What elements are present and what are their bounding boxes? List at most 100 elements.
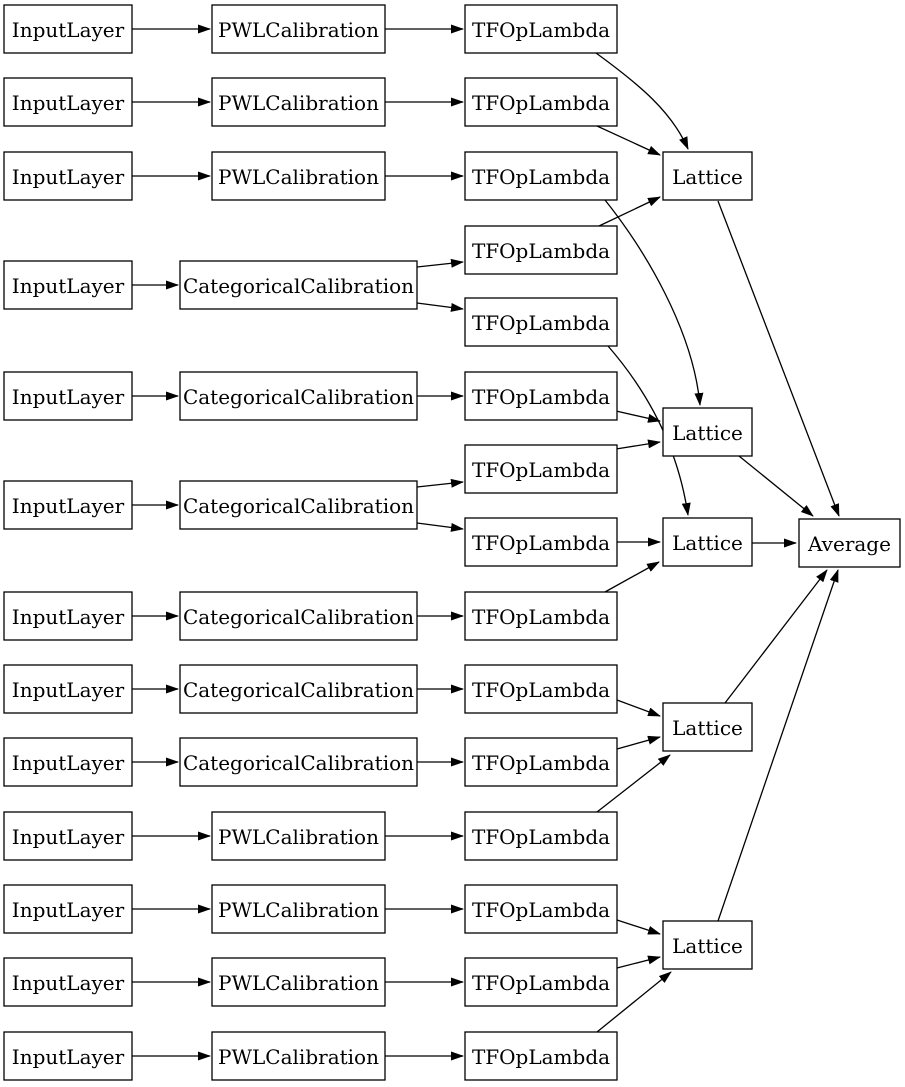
- pwl6-label: PWLCalibration: [218, 971, 379, 995]
- edge-lat5-avg: [717, 569, 839, 922]
- t14-label: TFOpLambda: [472, 971, 610, 995]
- node-il11: InputLayer: [3, 884, 133, 934]
- lat4-label: Lattice: [672, 716, 743, 740]
- node-pwl6: PWLCalibration: [211, 957, 386, 1007]
- il2-label: InputLayer: [12, 91, 125, 115]
- il5-box: [3, 371, 133, 421]
- il4-box: [3, 260, 133, 310]
- lat3-label: Lattice: [672, 531, 743, 555]
- edges-layer: [132, 24, 840, 1061]
- node-pwl3: PWLCalibration: [211, 151, 386, 201]
- node-il6: InputLayer: [3, 480, 133, 530]
- node-il4: InputLayer: [3, 260, 133, 310]
- pwl1-label: PWLCalibration: [218, 18, 379, 42]
- lat1-label: Lattice: [672, 165, 743, 189]
- t7-box: [464, 444, 618, 494]
- node-t3: TFOpLambda: [464, 151, 618, 201]
- il9-label: InputLayer: [12, 751, 125, 775]
- lat5-label: Lattice: [672, 934, 743, 958]
- pwl3-box: [211, 151, 386, 201]
- edge-lat4-avg: [724, 569, 828, 704]
- node-cc4: CategoricalCalibration: [179, 591, 418, 641]
- node-t10: TFOpLambda: [464, 664, 618, 714]
- t6-label: TFOpLambda: [472, 385, 610, 409]
- il13-label: InputLayer: [12, 1045, 125, 1069]
- node-t13: TFOpLambda: [464, 884, 618, 934]
- lat2-label: Lattice: [672, 421, 743, 445]
- edge-t11-lat4: [616, 735, 661, 750]
- node-lat4: Lattice: [662, 702, 753, 752]
- t7-label: TFOpLambda: [472, 458, 610, 482]
- node-cc6: CategoricalCalibration: [179, 737, 418, 787]
- t8-box: [464, 517, 618, 567]
- node-il8: InputLayer: [3, 664, 133, 714]
- pwl7-box: [211, 1031, 386, 1081]
- t3-box: [464, 151, 618, 201]
- pwl5-label: PWLCalibration: [218, 898, 379, 922]
- il6-label: InputLayer: [12, 494, 125, 518]
- node-t8: TFOpLambda: [464, 517, 618, 567]
- node-pwl1: PWLCalibration: [211, 4, 386, 54]
- node-t14: TFOpLambda: [464, 957, 618, 1007]
- cc3-box: [179, 480, 418, 530]
- t14-box: [464, 957, 618, 1007]
- edge-t15-lat5: [596, 971, 672, 1033]
- il11-label: InputLayer: [12, 898, 125, 922]
- node-t7: TFOpLambda: [464, 444, 618, 494]
- edge-cc1-t5: [416, 302, 464, 312]
- pwl4-label: PWLCalibration: [218, 825, 379, 849]
- cc4-label: CategoricalCalibration: [183, 605, 414, 629]
- node-t5: TFOpLambda: [464, 297, 618, 347]
- t1-box: [464, 4, 618, 54]
- t15-box: [464, 1031, 618, 1081]
- t5-box: [464, 297, 618, 347]
- edge-t2-lat1: [596, 125, 661, 156]
- t1-label: TFOpLambda: [472, 18, 610, 42]
- cc2-box: [179, 371, 418, 421]
- pwl4-box: [211, 811, 386, 861]
- cc4-box: [179, 591, 418, 641]
- node-il7: InputLayer: [3, 591, 133, 641]
- il3-label: InputLayer: [12, 165, 125, 189]
- t12-label: TFOpLambda: [472, 825, 610, 849]
- t9-label: TFOpLambda: [472, 605, 610, 629]
- edge-t6-lat2: [615, 410, 661, 423]
- cc6-box: [179, 737, 418, 787]
- node-pwl7: PWLCalibration: [211, 1031, 386, 1081]
- il8-box: [3, 664, 133, 714]
- avg-label: Average: [807, 532, 891, 556]
- t2-box: [464, 77, 618, 127]
- pwl6-box: [211, 957, 386, 1007]
- edge-t9-lat3: [604, 561, 660, 593]
- edge-t7-lat2: [615, 439, 661, 450]
- il12-box: [3, 957, 133, 1007]
- il10-box: [3, 811, 133, 861]
- node-t9: TFOpLambda: [464, 591, 618, 641]
- t13-label: TFOpLambda: [472, 898, 610, 922]
- node-lat2: Lattice: [662, 407, 753, 457]
- node-lat5: Lattice: [662, 920, 753, 970]
- pwl3-label: PWLCalibration: [218, 165, 379, 189]
- node-il13: InputLayer: [3, 1031, 133, 1081]
- il11-box: [3, 884, 133, 934]
- edge-cc1-t4: [416, 258, 464, 268]
- il4-label: InputLayer: [12, 274, 125, 298]
- lat4-box: [662, 702, 753, 752]
- node-il5: InputLayer: [3, 371, 133, 421]
- il7-label: InputLayer: [12, 605, 125, 629]
- nodes-layer: InputLayerInputLayerInputLayerInputLayer…: [3, 4, 901, 1081]
- il10-label: InputLayer: [12, 825, 125, 849]
- edge-cc3-t7: [416, 478, 464, 488]
- edge-t3-lat2: [604, 199, 704, 406]
- il5-label: InputLayer: [12, 385, 125, 409]
- pwl2-label: PWLCalibration: [218, 91, 379, 115]
- t6-box: [464, 371, 618, 421]
- il3-box: [3, 151, 133, 201]
- t5-label: TFOpLambda: [472, 311, 610, 335]
- pwl7-label: PWLCalibration: [218, 1045, 379, 1069]
- node-cc5: CategoricalCalibration: [179, 664, 418, 714]
- node-cc2: CategoricalCalibration: [179, 371, 418, 421]
- t10-label: TFOpLambda: [472, 678, 610, 702]
